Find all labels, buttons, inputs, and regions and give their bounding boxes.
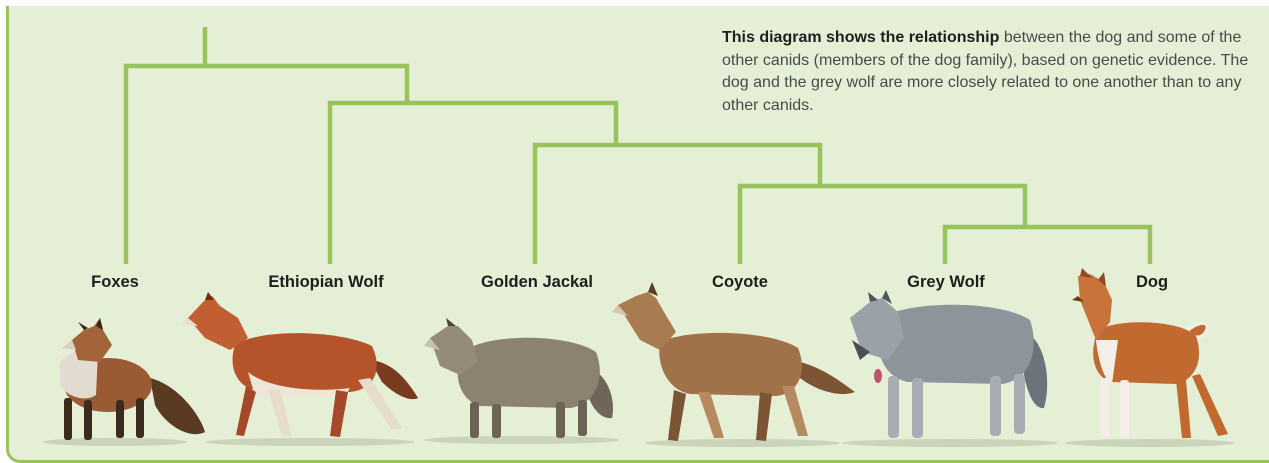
coyote-illustration bbox=[612, 282, 855, 447]
dog-illustration bbox=[1065, 268, 1235, 447]
grey-wolf-illustration bbox=[842, 290, 1058, 447]
fox-illustration bbox=[43, 318, 205, 446]
ethiopian-wolf-illustration bbox=[182, 292, 418, 446]
golden-jackal-illustration bbox=[424, 318, 620, 444]
